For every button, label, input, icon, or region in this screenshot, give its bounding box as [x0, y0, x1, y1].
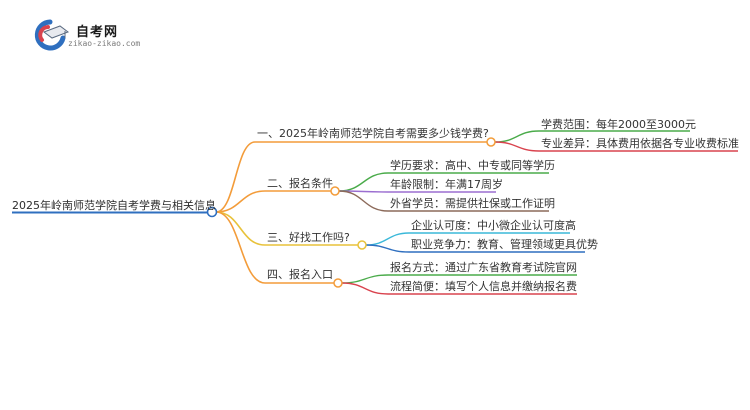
branch-node-3 — [357, 240, 367, 250]
logo-url: zikao-zikao.com — [68, 39, 141, 48]
leaf-connector-3-2 — [365, 244, 410, 253]
leaf-label-2-2: 年龄限制：年满17周岁 — [390, 178, 503, 191]
graduation-cap-icon — [34, 19, 70, 51]
root-node — [206, 206, 218, 218]
branch-label-1: 一、2025年岭南师范学院自考需要多少钱学费? — [257, 127, 489, 140]
leaf-label-1-2: 专业差异：具体费用依据各专业收费标准 — [541, 137, 739, 150]
leaf-label-3-1: 企业认可度：中小微企业认可度高 — [411, 219, 576, 232]
leaf-connector-4-1 — [341, 274, 389, 284]
branch-connector-1 — [215, 141, 256, 213]
branch-connector-3 — [215, 211, 266, 246]
leaf-label-2-3: 外省学员：需提供社保或工作证明 — [390, 197, 555, 210]
branch-node-2 — [330, 186, 340, 196]
logo-name: 自考网 — [76, 25, 119, 40]
leaf-connector-4-2 — [341, 282, 389, 295]
leaf-label-4-1: 报名方式：通过广东省教育考试院官网 — [390, 261, 577, 274]
branch-connector-2 — [215, 190, 266, 213]
leaf-connector-2-1 — [338, 172, 389, 192]
leaf-label-4-2: 流程简便：填写个人信息并缴纳报名费 — [390, 280, 577, 293]
leaf-label-3-2: 职业竞争力：教育、管理领域更具优势 — [411, 238, 598, 251]
branch-node-1 — [486, 137, 496, 147]
leaf-connector-1-1 — [494, 130, 540, 143]
logo: 自考网 zikao-zikao.com — [30, 18, 150, 52]
root-label: 2025年岭南师范学院自考学费与相关信息 — [12, 199, 216, 212]
leaf-label-2-1: 学历要求：高中、中专或同等学历 — [390, 159, 555, 172]
branch-node-4 — [333, 278, 343, 288]
leaf-connector-1-2 — [494, 141, 540, 152]
branch-label-2: 二、报名条件 — [267, 177, 333, 190]
leaf-connector-2-3 — [338, 190, 389, 212]
branch-connector-4 — [215, 211, 266, 284]
leaf-label-1-1: 学费范围：每年2000至3000元 — [541, 118, 696, 131]
branch-label-3: 三、好找工作吗? — [267, 231, 350, 244]
leaf-connector-3-1 — [365, 232, 410, 246]
branch-label-4: 四、报名入口 — [267, 268, 333, 281]
